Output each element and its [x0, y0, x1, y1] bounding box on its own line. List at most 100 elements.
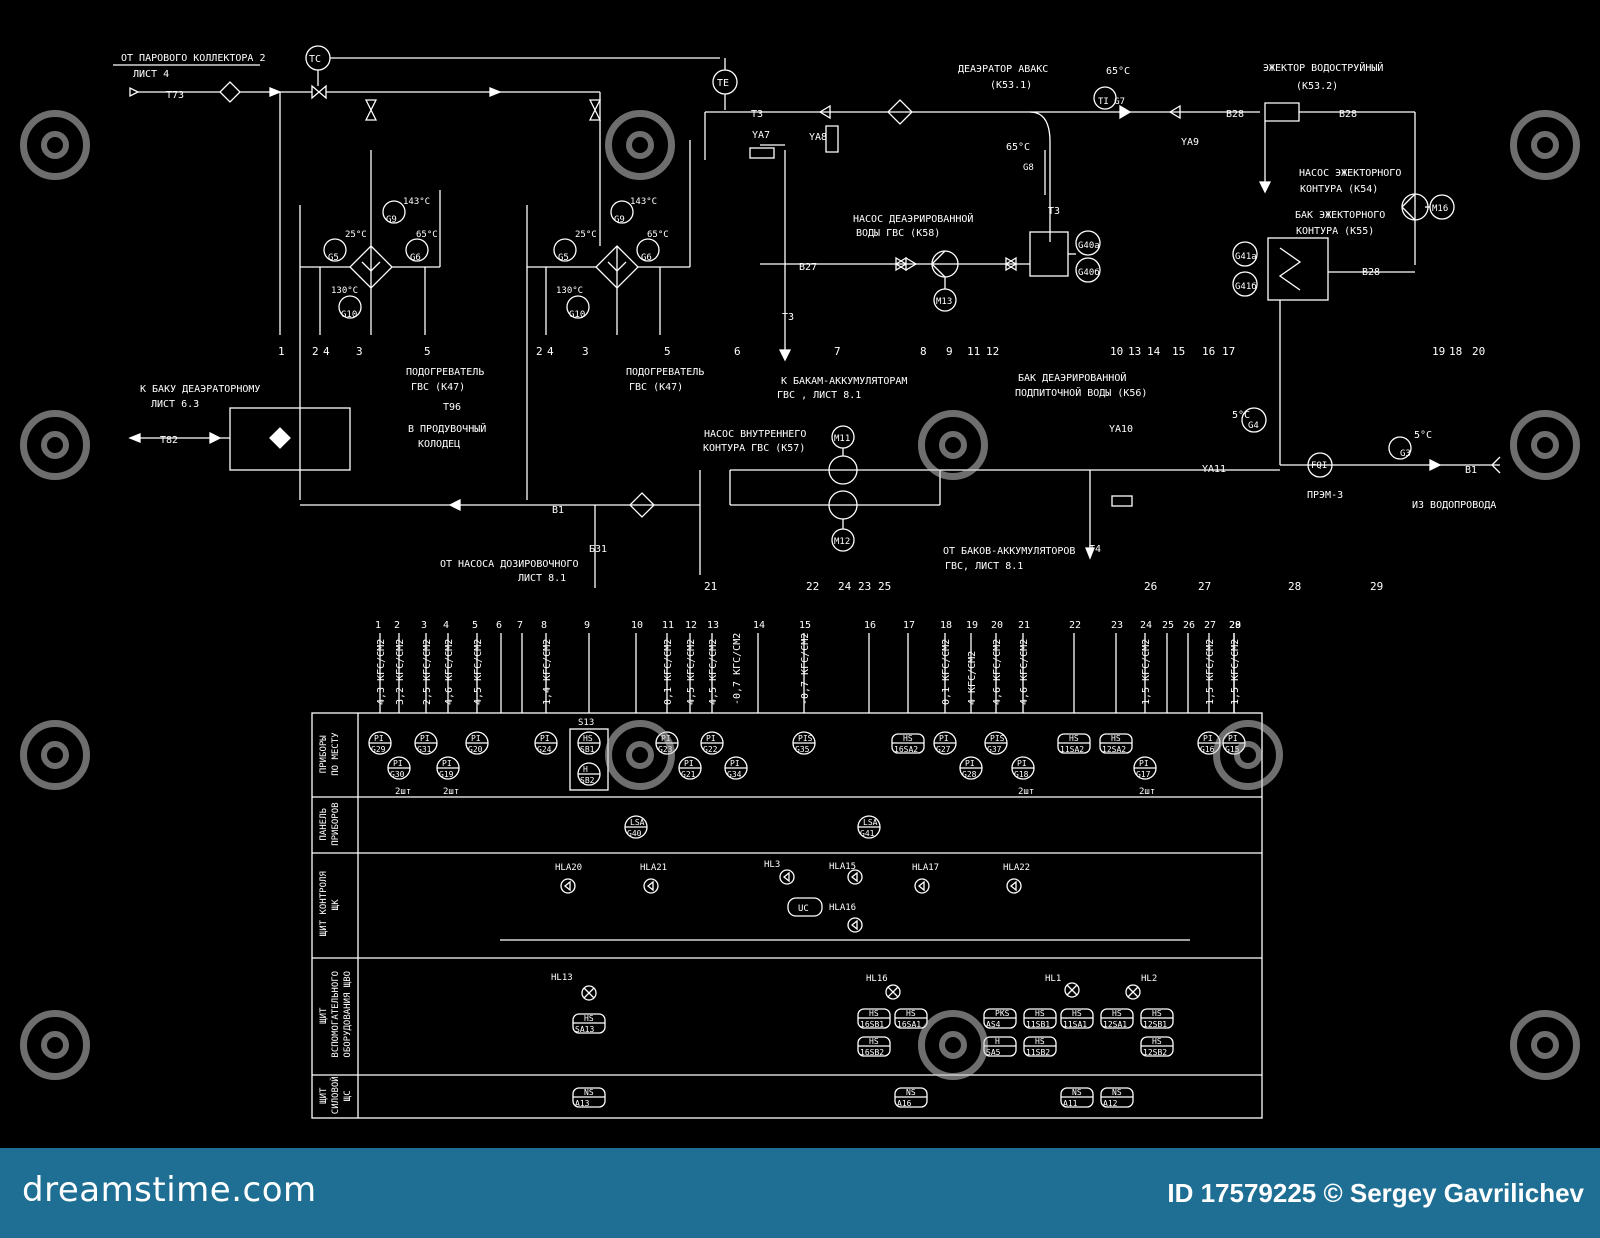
b1b-label: B1 — [1465, 465, 1477, 476]
pressure-label: 4,5 КГС/СМ2 — [708, 639, 719, 705]
svg-text:G40a: G40a — [1078, 241, 1100, 251]
dosing-label2: ЛИСТ 8.1 — [518, 573, 566, 584]
indicator-tag: HLA21 — [640, 863, 667, 873]
instrument-type: PI — [420, 734, 430, 743]
svg-text:M16: M16 — [1432, 204, 1448, 214]
svg-text:G9: G9 — [614, 215, 625, 225]
watermark-icon — [1510, 110, 1580, 180]
switch-type: HS — [1112, 1009, 1122, 1018]
connection-number: 10 — [1110, 345, 1123, 358]
watermark-icon — [918, 410, 988, 480]
t4-label: T4 — [1089, 544, 1101, 555]
qty-label: 2шт — [443, 787, 459, 797]
switch-type: HS — [584, 1014, 594, 1023]
connection-number: 21 — [704, 580, 717, 593]
t73-label: T73 — [166, 90, 184, 101]
indicator-icon — [779, 869, 795, 885]
column-number: 16 — [864, 620, 876, 631]
ya8-label: YA8 — [809, 132, 827, 143]
pressure-label: -0,7 КГС/СМ2 — [800, 633, 811, 705]
switch-tag: 11SA1 — [1063, 1020, 1087, 1029]
column-number: 27 — [1204, 620, 1216, 631]
svg-text:G5: G5 — [558, 253, 569, 263]
przm-label: ПРЭМ-3 — [1307, 490, 1343, 501]
switch-tag: 11SB1 — [1026, 1020, 1050, 1029]
watermark-icon — [918, 1010, 988, 1080]
instrument-type: HS — [583, 734, 593, 743]
column-number: 21 — [1018, 620, 1030, 631]
instrument-tag: G31 — [417, 745, 432, 754]
connection-number: 13 — [1128, 345, 1141, 358]
lamp-tag: HL16 — [866, 974, 888, 984]
s13-label: S13 — [578, 718, 594, 728]
pump-ej-label2: КОНТУРА (К54) — [1300, 184, 1378, 195]
connection-number: 3 — [356, 345, 363, 358]
connection-number: 27 — [1198, 580, 1211, 593]
switch-type: HS — [903, 734, 913, 743]
connection-number: 5 — [424, 345, 431, 358]
instrument-type: PI — [939, 734, 949, 743]
qty-label: 2шт — [1018, 787, 1034, 797]
switch-tag: A12 — [1103, 1099, 1118, 1108]
column-number: 11 — [662, 620, 674, 631]
instrument-type: PI — [965, 759, 975, 768]
switch-type: NS — [1072, 1088, 1082, 1097]
pressure-label: 1,5 КГС/СМ2 — [1141, 639, 1152, 705]
brand-logo[interactable]: dreamstime.com — [22, 1170, 317, 1210]
watermark-icon — [20, 410, 90, 480]
watermark-icon — [20, 720, 90, 790]
indicator-tag: HLA17 — [912, 863, 939, 873]
instrument-tag: G35 — [795, 745, 810, 754]
b27-label: B27 — [799, 262, 817, 273]
blow-label2: КОЛОДЕЦ — [418, 439, 460, 450]
t82-label: T82 — [160, 435, 178, 446]
instrument-tag: SB1 — [580, 745, 595, 754]
lamp-icon — [1064, 982, 1080, 998]
instrument-type: LSA — [863, 818, 878, 827]
connection-number: 19 — [1432, 345, 1445, 358]
switch-tag: 16SB1 — [860, 1020, 884, 1029]
switch-tag: A16 — [897, 1099, 912, 1108]
switch-tag: A13 — [575, 1099, 590, 1108]
switch-type: PKS — [995, 1009, 1010, 1018]
column-number: 8 — [541, 620, 547, 631]
column-number: 29 — [1229, 620, 1241, 631]
pump-deaer-label: НАСОС ДЕАЭРИРОВАННОЙ — [853, 212, 973, 225]
svg-text:G10: G10 — [569, 310, 585, 320]
switch-tag: 12SA2 — [1102, 745, 1126, 754]
deaerator-code: (К53.1) — [990, 80, 1032, 91]
svg-text:25°C: 25°C — [575, 230, 597, 240]
switch-type: NS — [584, 1088, 594, 1097]
heater-labels: 143°C 25°C 65°C 130°C G9 G5 G6 G10 ПОДОГ… — [328, 197, 704, 393]
connection-number: 26 — [1144, 580, 1157, 593]
connection-number: 3 — [582, 345, 589, 358]
row-label: ЩК — [331, 899, 341, 910]
connection-number: 17 — [1222, 345, 1235, 358]
column-number: 10 — [631, 620, 643, 631]
pressure-label: 1,5 КГС/СМ2 — [1230, 639, 1241, 705]
instrument-type: PI — [442, 759, 452, 768]
indicator-tag: HLA15 — [829, 862, 856, 872]
column-number: 15 — [799, 620, 811, 631]
ejector-code: (К53.2) — [1296, 81, 1338, 92]
connection-number: 16 — [1202, 345, 1215, 358]
indicator-tag: HLA16 — [829, 903, 856, 913]
instrument-type: PI — [471, 734, 481, 743]
connection-number: 8 — [920, 345, 927, 358]
t65b-label: 65°C — [1006, 142, 1030, 153]
column-number: 17 — [903, 620, 915, 631]
indicator-tag: HLA22 — [1003, 863, 1030, 873]
table-instruments: PIG29PIG30PIG31PIG19PIG20PIG24PIG23PIG21… — [368, 718, 1246, 1108]
watermark-icon — [20, 110, 90, 180]
switch-tag: A11 — [1063, 1099, 1078, 1108]
pump-ej-label: НАСОС ЭЖЕКТОРНОГО — [1299, 168, 1401, 179]
switch-type: HS — [869, 1009, 879, 1018]
to-deaer-tank-label: К БАКУ ДЕАЭРАТОРНОМУ — [140, 384, 260, 395]
pressure-label: 0,1 КГС/СМ2 — [941, 639, 952, 705]
instrument-type: LSA — [630, 818, 645, 827]
svg-text:G6: G6 — [641, 253, 652, 263]
pid-diagram: ОТ ПАРОВОГО КОЛЛЕКТОРА 2 ЛИСТ 4 T73 TC T… — [113, 45, 1501, 1119]
connection-number: 28 — [1288, 580, 1301, 593]
column-number: 25 — [1162, 620, 1174, 631]
t3c-label: T3 — [782, 312, 794, 323]
